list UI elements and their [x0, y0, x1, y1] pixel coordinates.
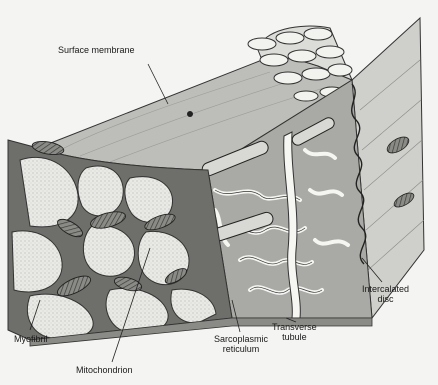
- label-mitochondrion: Mitochondrion: [76, 365, 133, 375]
- label-surface-membrane: Surface membrane: [58, 45, 135, 55]
- label-mitochondrion-text: Mitochondrion: [76, 365, 133, 375]
- label-surface-membrane-text: Surface membrane: [58, 45, 135, 55]
- label-intercalated-disc-line1: Intercalated: [362, 284, 409, 294]
- label-sarcoplasmic-reticulum: Sarcoplasmic reticulum: [214, 334, 268, 354]
- surface-pore: [187, 111, 193, 117]
- label-myofibril: Myofibril: [14, 334, 48, 344]
- label-transverse-tubule: Transverse tubule: [272, 322, 317, 342]
- label-sarcoplasmic-reticulum-line2: reticulum: [214, 344, 268, 354]
- label-myofibril-text: Myofibril: [14, 334, 48, 344]
- label-intercalated-disc: Intercalated disc: [362, 284, 409, 304]
- label-intercalated-disc-line2: disc: [362, 294, 409, 304]
- label-transverse-tubule-line1: Transverse: [272, 322, 317, 332]
- label-transverse-tubule-line2: tubule: [272, 332, 317, 342]
- label-sarcoplasmic-reticulum-line1: Sarcoplasmic: [214, 334, 268, 344]
